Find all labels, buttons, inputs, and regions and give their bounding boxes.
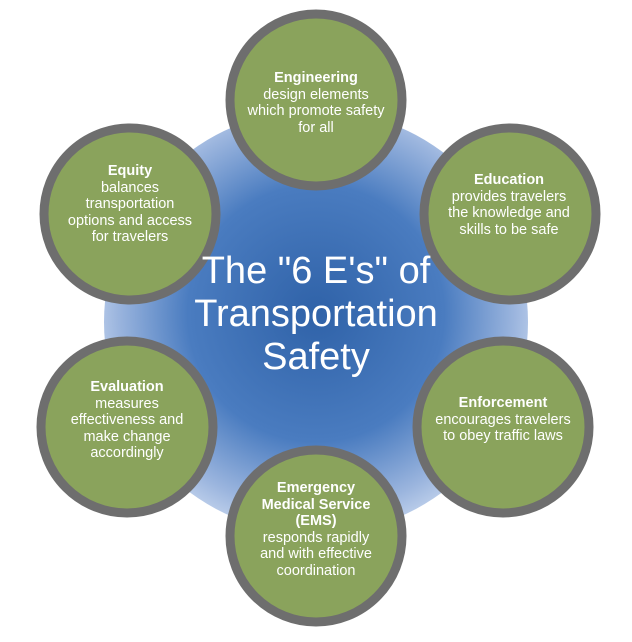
node-circle-equity: [39, 123, 221, 305]
node-evaluation: Evaluation measures effectiveness and ma…: [62, 379, 192, 462]
node-enforcement: Enforcement encourages travelers to obey…: [433, 395, 573, 445]
node-description: design elements which promote safety for…: [247, 86, 385, 136]
node-title: Equity: [107, 163, 153, 179]
node-description: measures effectiveness and make change a…: [70, 395, 184, 462]
node-title: Enforcement: [458, 395, 548, 411]
center-title-line2: Transportation: [194, 293, 438, 335]
node-description: responds rapidly and with effective coor…: [260, 529, 372, 579]
node-circle-ems: [225, 445, 407, 627]
node-description: encourages travelers to obey traffic law…: [435, 411, 571, 445]
node-circle-education: [419, 123, 601, 305]
center-title: The "6 E's" of Transportation Safety: [166, 250, 466, 379]
node-title: Engineering: [274, 70, 358, 86]
node-description: provides travelers the knowledge and ski…: [448, 188, 570, 238]
node-circle-enforcement: [412, 336, 594, 518]
node-equity: Equity balances transportation options a…: [64, 163, 196, 246]
node-title: Evaluation: [90, 379, 164, 395]
node-circle-evaluation: [36, 336, 218, 518]
node-education: Education provides travelers the knowled…: [440, 172, 578, 238]
center-title-line1: The "6 E's" of: [201, 250, 431, 292]
node-circle-engineering: [225, 9, 407, 191]
node-ems: Emergency Medical Service (EMS) responds…: [251, 480, 381, 579]
node-description: balances transportation options and acce…: [67, 179, 193, 246]
center-title-line3: Safety: [262, 336, 370, 378]
node-title: Education: [473, 172, 545, 188]
node-engineering: Engineering design elements which promot…: [246, 70, 386, 136]
node-title: Emergency Medical Service (EMS): [261, 480, 371, 529]
